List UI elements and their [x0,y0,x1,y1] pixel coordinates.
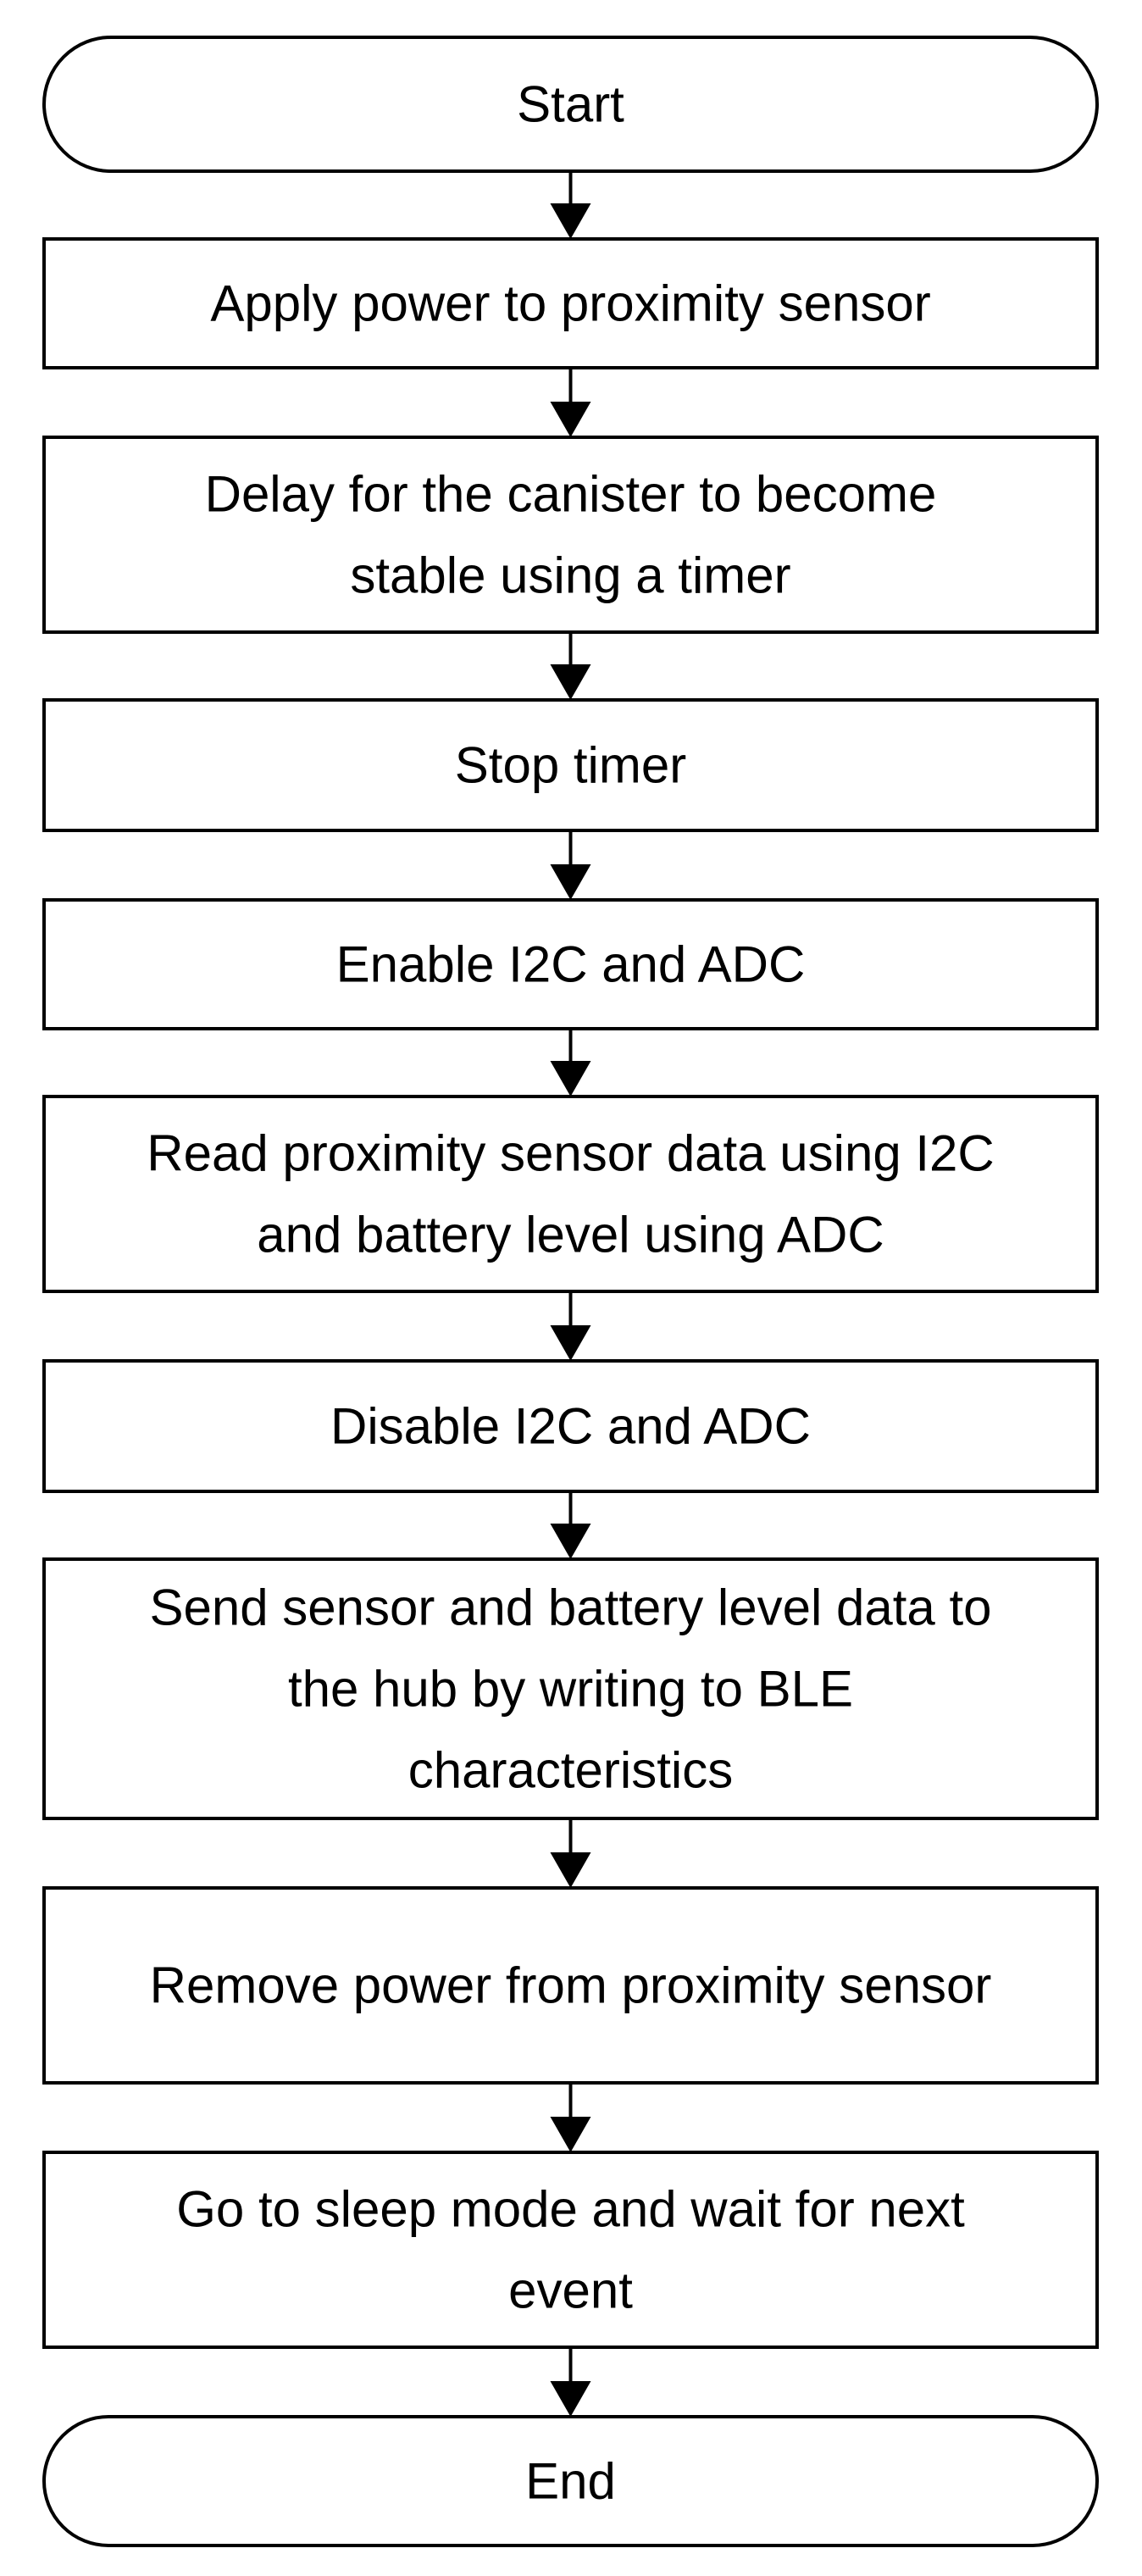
arrow-head [550,402,591,437]
node-disable-i2c-adc: Disable I2C and ADC [42,1359,1099,1493]
process-box [42,1557,1099,1820]
node-label-line: Apply power to proximity sensor [210,275,930,332]
arrow-head [550,1325,591,1361]
node-label-line: Remove power from proximity sensor [150,1957,992,2014]
connector-disable-i2c-adc-to-send-data [550,1491,591,1559]
connector-enable-i2c-adc-to-read-sensor [550,1029,591,1096]
process-box [42,1095,1099,1293]
node-sleep-mode: Go to sleep mode and wait for next event [42,2151,1099,2349]
node-label-line: Read proximity sensor data using I2C [147,1125,995,1182]
node-delay-canister: Delay for the canister to become stable u… [42,436,1099,634]
node-apply-power: Apply power to proximity sensor [42,237,1099,369]
process-box [42,2151,1099,2349]
connector-start-to-apply-power [550,171,591,239]
node-label-line: stable using a timer [350,547,790,604]
node-label-line: Stop timer [455,737,686,794]
arrow-head [550,1061,591,1096]
arrow-head [550,2117,591,2152]
node-label-line: and battery level using ADC [257,1207,884,1263]
arrow-head [550,664,591,700]
node-label-line: Go to sleep mode and wait for next [176,2181,965,2238]
node-label-line: End [525,2453,616,2510]
arrow-head [550,1524,591,1559]
connector-delay-canister-to-stop-timer [550,632,591,700]
node-label-line: Send sensor and battery level data to [150,1579,992,1636]
connector-remove-power-to-sleep-mode [550,2083,591,2152]
arrow-head [550,203,591,239]
node-label-line: Disable I2C and ADC [330,1398,811,1455]
node-end: End [42,2415,1099,2547]
node-label-line: the hub by writing to BLE [288,1661,853,1718]
node-label-line: event [508,2262,633,2319]
node-label-line: characteristics [408,1742,733,1799]
process-box [42,1359,1099,1493]
terminal-shape [42,2415,1099,2547]
node-read-sensor: Read proximity sensor data using I2C and … [42,1095,1099,1293]
connector-sleep-mode-to-end [550,2347,591,2417]
process-box [42,436,1099,634]
connector-read-sensor-to-disable-i2c-adc [550,1291,591,1361]
arrow-head [550,2381,591,2417]
process-box [42,698,1099,832]
terminal-shape [42,36,1099,173]
node-stop-timer: Stop timer [42,698,1099,832]
arrow-head [550,864,591,900]
node-label-line: Start [517,76,624,133]
node-send-data: Send sensor and battery level data to the… [42,1557,1099,1820]
node-start: Start [42,36,1099,173]
connector-apply-power-to-delay-canister [550,368,591,437]
node-label-line: Delay for the canister to become [205,466,937,523]
process-box [42,237,1099,369]
connector-send-data-to-remove-power [550,1818,591,1888]
process-box [42,1886,1099,2085]
connector-stop-timer-to-enable-i2c-adc [550,830,591,900]
arrow-head [550,1852,591,1888]
process-box [42,898,1099,1030]
node-remove-power: Remove power from proximity sensor [42,1886,1099,2085]
node-enable-i2c-adc: Enable I2C and ADC [42,898,1099,1030]
node-label-line: Enable I2C and ADC [336,936,806,993]
